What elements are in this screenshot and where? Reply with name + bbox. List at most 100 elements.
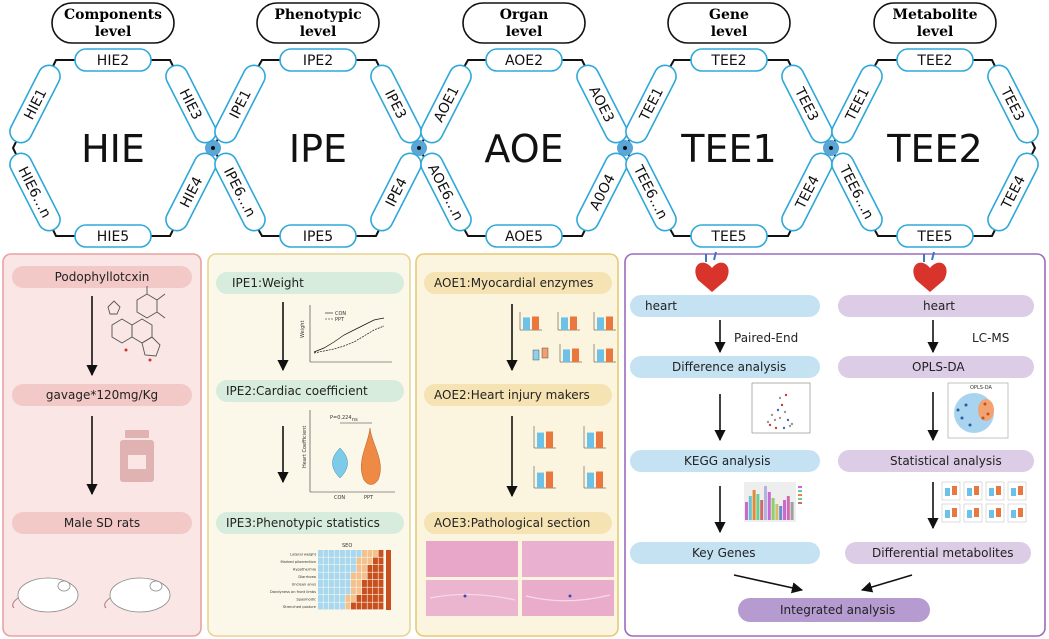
step-box-weight: IPE1:Weight — [216, 272, 404, 294]
bar-ppt — [606, 348, 613, 362]
box-ppt — [974, 486, 979, 495]
flow-arrow — [733, 574, 804, 594]
box-con — [967, 510, 972, 518]
mini-bar-chart — [533, 466, 556, 489]
heatmap-row-label: Marked piloerection — [280, 560, 316, 564]
kegg-bar — [771, 498, 775, 520]
heatmap-cell — [334, 595, 340, 602]
volcano-point — [770, 413, 774, 417]
heatmap-cell — [356, 602, 362, 610]
heatmap-cell — [334, 587, 340, 595]
step-box-phenotypic-statistics: IPE3:Phenotypic statistics — [216, 512, 404, 534]
heatmap-cell — [378, 550, 384, 557]
heatmap-cell — [367, 550, 373, 557]
mini-bar-chart — [583, 466, 606, 489]
heatmap-cell — [351, 557, 356, 565]
heatmap-cell — [318, 602, 323, 610]
hex-pill-label: TEE2 — [710, 53, 746, 69]
heatmap-row-label: Lateral weight — [290, 553, 316, 557]
hex-center-label: HIE — [81, 127, 145, 171]
heatmap-cell — [345, 565, 351, 572]
box-ppt — [1018, 486, 1023, 495]
oplsda-title: OPLS-DA — [970, 385, 992, 391]
bar-ppt — [546, 471, 553, 488]
volcano-point — [768, 423, 772, 427]
heatmap-cell — [334, 572, 340, 580]
hex-pill-top: AOE2 — [485, 48, 563, 72]
hex-pill-label: HIE2 — [97, 53, 129, 69]
box-con — [1011, 488, 1016, 496]
bar-ppt — [596, 431, 603, 448]
box-ppt — [952, 508, 957, 517]
step-label: Male SD rats — [64, 516, 140, 530]
heatmap-cell — [373, 550, 378, 557]
box-con — [989, 510, 994, 518]
heatmap-row-label: Diarrhoea — [298, 575, 316, 579]
bar-ppt — [606, 316, 613, 330]
gene-step-kegg-analysis: KEGG analysis — [630, 450, 820, 472]
step-label: Difference analysis — [672, 360, 786, 374]
hex-pill-lower-right: TEE4 — [781, 152, 833, 232]
junction-node — [823, 140, 839, 156]
heart-icon — [913, 251, 947, 292]
kegg-bar — [760, 500, 764, 520]
injury-bar-charts — [533, 426, 606, 489]
metabolite-boxplot — [1007, 481, 1027, 501]
heatmap-cell — [323, 587, 329, 595]
volcano-point — [766, 420, 770, 424]
level-labels: Components level Phenotypic level Organ … — [51, 2, 997, 44]
panel-phenotypic: IPE1:Weight Weight CON PPT IPE2:Cardiac … — [207, 253, 411, 637]
heatmap-cell — [340, 550, 345, 557]
kegg-bar — [775, 504, 779, 520]
hex-pill-label: AOE2 — [505, 53, 543, 69]
bar-ppt — [532, 316, 539, 330]
box-ppt — [541, 347, 549, 359]
metab-step-heart: heart — [838, 295, 1034, 317]
level-label-line2: level — [506, 24, 543, 40]
mini-bar-chart — [559, 344, 582, 363]
box-ppt — [996, 508, 1001, 517]
molecule-structure-icon — [107, 286, 166, 362]
step-label: heart — [923, 299, 955, 313]
heatmap-cell — [373, 587, 378, 595]
heatmap-title: SEO — [342, 543, 352, 549]
kegg-bar — [783, 500, 786, 520]
heatmap-row-label: Dandyness on front limbs — [270, 590, 316, 594]
kegg-legend-swatch — [798, 498, 802, 500]
hex-pill-label: TEE2 — [916, 53, 952, 69]
histology-images — [426, 541, 614, 616]
heatmap-cell — [329, 595, 334, 602]
hex-pill-label: TEE5 — [710, 229, 746, 245]
heatmap-cell — [356, 550, 362, 557]
level-label-line2: level — [95, 24, 132, 40]
step-label: Podophyllotcxin — [55, 270, 150, 284]
level-label-line1: Phenotypic — [274, 7, 361, 23]
kegg-legend-swatch — [798, 494, 802, 496]
heatmap-cell — [345, 580, 351, 587]
heatmap-row-label: Hypothermia — [293, 568, 316, 572]
heatmap-row-label: Strenched posture — [283, 605, 317, 609]
heatmap-cell — [367, 565, 373, 572]
heatmap-cell — [356, 595, 362, 602]
metabolite-boxplot — [985, 481, 1005, 501]
kegg-bar — [745, 502, 748, 520]
heatmap-cell — [329, 557, 334, 565]
heatmap-cell — [345, 587, 351, 595]
level-label-metabolite: Metabolite level — [873, 2, 997, 44]
heatmap-cell — [367, 602, 373, 610]
bar-con — [587, 432, 594, 448]
heatmap-cell — [345, 602, 351, 610]
step-box-male-sd-rats: Male SD rats — [12, 512, 192, 534]
kegg-bar — [756, 494, 760, 520]
heatmap-cell — [362, 580, 367, 587]
heatmap-cell — [367, 557, 373, 565]
step-label: AOE3:Pathological section — [434, 516, 590, 530]
heatmap-cell — [373, 580, 378, 587]
hex-pill-upper-right: HIE3 — [165, 64, 217, 144]
heatmap-cell — [367, 587, 373, 595]
heatmap-cells — [318, 550, 384, 610]
kegg-bar — [748, 496, 752, 520]
heatmap-cell — [318, 550, 323, 557]
metabolite-method-label: LC-MS — [972, 331, 1009, 345]
